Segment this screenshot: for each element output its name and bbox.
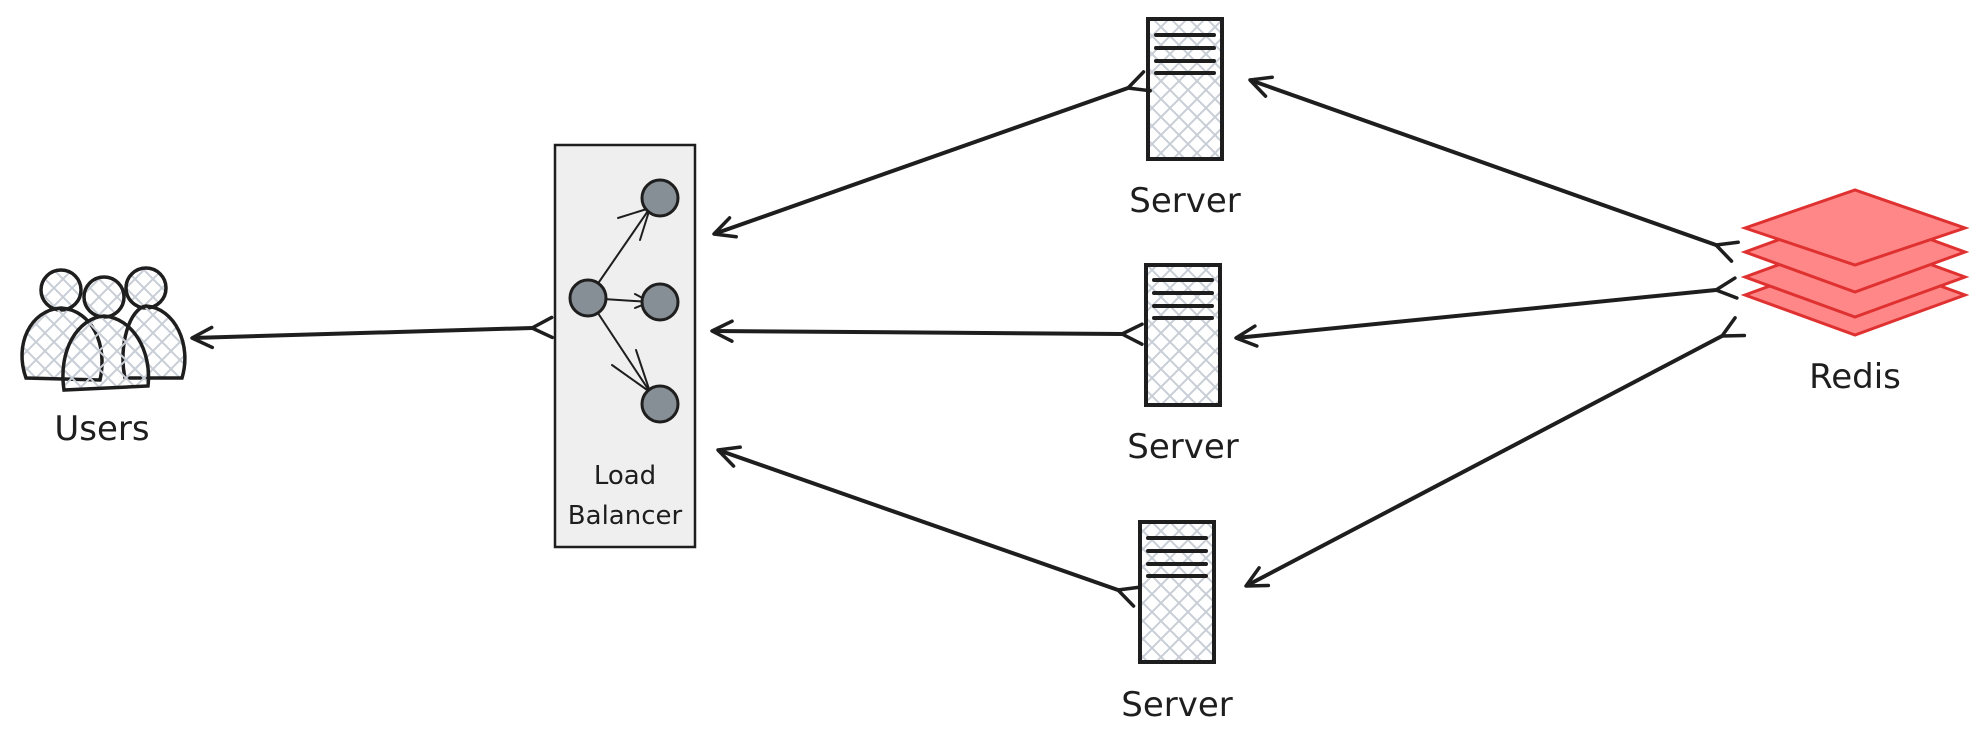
edge-server-top-redis[interactable] — [1248, 75, 1740, 263]
edge-users-lb[interactable] — [190, 315, 555, 350]
load-balancer-node[interactable] — [553, 143, 697, 549]
redis-icon[interactable] — [1740, 188, 1970, 337]
server-top-label: Server — [1129, 181, 1241, 221]
load-balancer-label-line1: Load — [594, 461, 656, 491]
users-icon[interactable] — [20, 266, 187, 392]
edge-lb-server-top[interactable] — [712, 70, 1152, 239]
users-label: Users — [54, 409, 149, 449]
edges — [190, 70, 1747, 608]
redis-label: Redis — [1809, 357, 1901, 397]
server-middle-label: Server — [1127, 427, 1239, 467]
edge-lb-server-bottom[interactable] — [716, 445, 1142, 608]
server-bottom-label: Server — [1121, 685, 1233, 725]
load-balancer-label-line2: Balancer — [568, 501, 683, 531]
edge-lb-server-middle[interactable] — [710, 319, 1144, 346]
edge-server-bottom-redis[interactable] — [1244, 316, 1747, 588]
load-balancer-icon — [568, 178, 680, 424]
server-bottom-icon[interactable] — [1138, 520, 1216, 664]
edge-server-middle-redis[interactable] — [1234, 276, 1739, 348]
server-top-icon[interactable] — [1146, 17, 1224, 161]
server-middle-icon[interactable] — [1144, 263, 1222, 407]
